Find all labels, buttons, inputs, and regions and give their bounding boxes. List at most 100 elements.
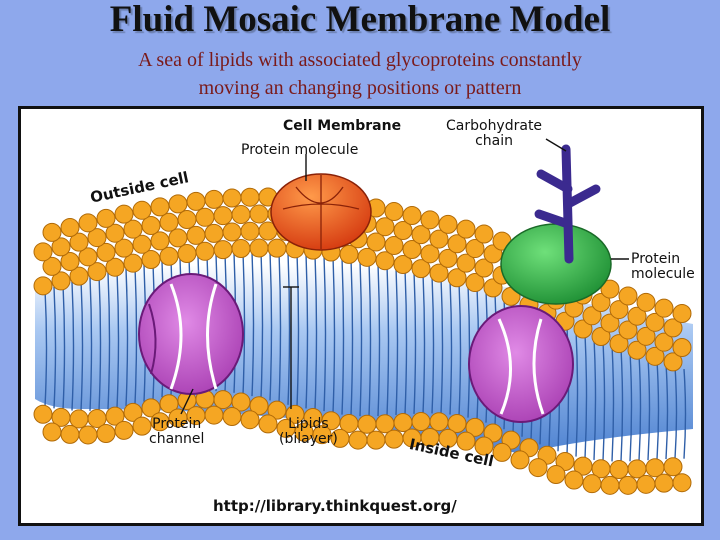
lipid-tail bbox=[323, 255, 327, 412]
lipid-head bbox=[429, 229, 449, 249]
lipid-tail bbox=[395, 266, 399, 416]
lipid-head bbox=[483, 423, 503, 443]
lipid-head bbox=[204, 223, 224, 243]
slide-title: Fluid Mosaic Membrane Model bbox=[109, 0, 611, 40]
lipid-head bbox=[240, 221, 260, 241]
membrane-diagram: Cell Membrane Carbohydrate chain Protein… bbox=[18, 106, 704, 526]
lipid-head bbox=[492, 442, 512, 462]
lipid-tail bbox=[674, 366, 678, 459]
lipid-tail bbox=[62, 284, 66, 410]
lipid-head bbox=[447, 414, 467, 434]
lipid-head bbox=[600, 313, 620, 333]
lipid-head bbox=[87, 262, 107, 282]
lipid-head bbox=[114, 204, 134, 224]
lipid-head bbox=[393, 254, 413, 274]
lipid-head bbox=[96, 424, 116, 444]
lipid-head bbox=[249, 204, 269, 224]
protein-channel-left bbox=[138, 273, 244, 395]
lipid-tail bbox=[368, 261, 372, 417]
lipid-tail bbox=[359, 260, 363, 417]
lipid-head bbox=[636, 292, 656, 312]
lipid-tail bbox=[386, 265, 390, 416]
lipid-head bbox=[105, 406, 125, 426]
lipid-head bbox=[546, 465, 566, 485]
lipid-tail bbox=[620, 348, 624, 462]
lipid-head bbox=[447, 234, 467, 254]
lipid-head bbox=[456, 219, 476, 239]
protein-molecule-green bbox=[500, 223, 612, 305]
lipid-head bbox=[618, 320, 638, 340]
lipid-tail bbox=[44, 289, 48, 407]
lipid-tail bbox=[125, 268, 129, 406]
lipid-head bbox=[609, 300, 629, 320]
lipid-head bbox=[636, 474, 656, 494]
lipid-head bbox=[438, 214, 458, 234]
lipid-head bbox=[195, 207, 215, 227]
carbohydrate-chain bbox=[534, 144, 601, 264]
lipid-head bbox=[465, 273, 485, 293]
lipid-head bbox=[474, 224, 494, 244]
lipid-head bbox=[609, 334, 629, 354]
lipid-head bbox=[312, 425, 332, 445]
lipid-head bbox=[357, 247, 377, 267]
lipid-head bbox=[114, 238, 134, 258]
lipid-tail bbox=[629, 351, 633, 462]
lipid-tail bbox=[134, 266, 138, 404]
lipid-head bbox=[213, 206, 233, 226]
lipid-head bbox=[393, 413, 413, 433]
lipid-head bbox=[618, 286, 638, 306]
lipid-head bbox=[339, 244, 359, 264]
lipid-head bbox=[159, 246, 179, 266]
lipid-head bbox=[627, 340, 647, 360]
lipid-head bbox=[411, 412, 431, 432]
lipid-head bbox=[231, 205, 251, 225]
lipid-head bbox=[141, 216, 161, 236]
lipid-head bbox=[132, 234, 152, 254]
lipids-bilayer-label: Lipids (bilayer) bbox=[279, 416, 338, 447]
lipid-head bbox=[42, 222, 62, 242]
lipid-tail bbox=[80, 279, 84, 412]
lipid-head bbox=[168, 228, 188, 248]
lipid-head bbox=[195, 241, 215, 261]
lipid-head bbox=[204, 405, 224, 425]
lipid-head bbox=[204, 189, 224, 209]
lipid-tail bbox=[440, 277, 444, 414]
protein-molecule-right-label: Protein molecule bbox=[631, 251, 695, 282]
lipid-head bbox=[348, 430, 368, 450]
lipid-head bbox=[528, 458, 548, 478]
lipid-head bbox=[402, 206, 422, 226]
lipid-tail bbox=[269, 251, 273, 401]
lipid-head bbox=[33, 242, 53, 262]
lipid-head bbox=[663, 457, 683, 477]
lipid-head bbox=[186, 225, 206, 245]
lipid-head bbox=[213, 240, 233, 260]
lipid-tail bbox=[107, 272, 111, 410]
lipid-tail bbox=[71, 281, 75, 411]
lipid-head bbox=[159, 394, 179, 414]
lipid-head bbox=[375, 251, 395, 271]
lipid-head bbox=[582, 306, 602, 326]
lipid-head bbox=[132, 416, 152, 436]
lipid-head bbox=[186, 191, 206, 211]
lipid-head bbox=[267, 238, 287, 258]
lipid-head bbox=[600, 279, 620, 299]
lipid-head bbox=[591, 326, 611, 346]
lipid-head bbox=[582, 474, 602, 494]
lipid-head bbox=[222, 407, 242, 427]
lipid-head bbox=[411, 259, 431, 279]
lipid-head bbox=[384, 202, 404, 222]
lipid-tail bbox=[305, 253, 309, 409]
lipid-head bbox=[438, 248, 458, 268]
lipid-head bbox=[60, 424, 80, 444]
lipid-head bbox=[375, 217, 395, 237]
lipid-head bbox=[240, 187, 260, 207]
lipid-head bbox=[96, 208, 116, 228]
lipid-tail bbox=[458, 282, 462, 416]
lipid-head bbox=[141, 250, 161, 270]
protein-molecule-top-label: Protein molecule bbox=[241, 142, 359, 158]
lipid-head bbox=[303, 408, 323, 428]
lipid-tail bbox=[575, 329, 579, 457]
lipid-tail bbox=[251, 252, 255, 397]
lipid-head bbox=[132, 200, 152, 220]
lipid-tail bbox=[332, 256, 336, 414]
